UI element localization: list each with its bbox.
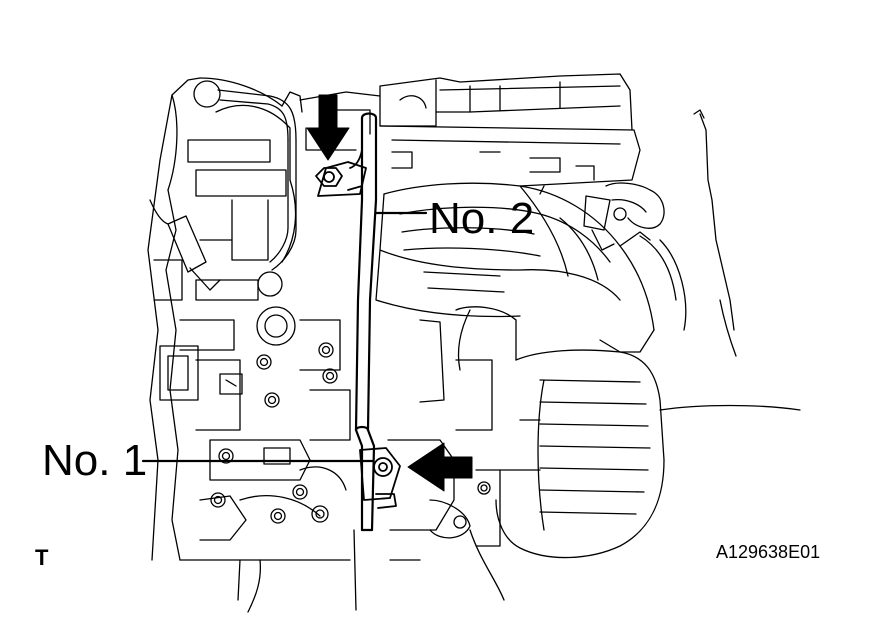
left-sensor xyxy=(149,199,221,291)
figure-code: A129638E01 xyxy=(716,542,821,562)
left-arrow-icon xyxy=(407,442,473,492)
catalytic-converter xyxy=(419,306,801,559)
down-arrow-icon xyxy=(306,94,350,161)
lower-bracket xyxy=(387,439,505,601)
view-letter: T xyxy=(35,545,49,570)
engine-block-outline xyxy=(147,77,357,613)
callout-no1: No. 1 xyxy=(42,436,148,485)
upper-left-pipe xyxy=(193,80,297,297)
left-block-bolts xyxy=(210,306,338,524)
cam-cover xyxy=(299,73,641,187)
bolt-no2 xyxy=(315,167,343,187)
callout-no2: No. 2 xyxy=(429,194,535,243)
exhaust-heat-shield xyxy=(375,109,737,357)
lower-tube-bracket xyxy=(359,447,401,509)
dipstick-guide-tube xyxy=(354,112,378,532)
right-bracket xyxy=(583,182,665,251)
bolt-no1 xyxy=(373,457,393,477)
upper-tube-bracket xyxy=(317,149,367,197)
